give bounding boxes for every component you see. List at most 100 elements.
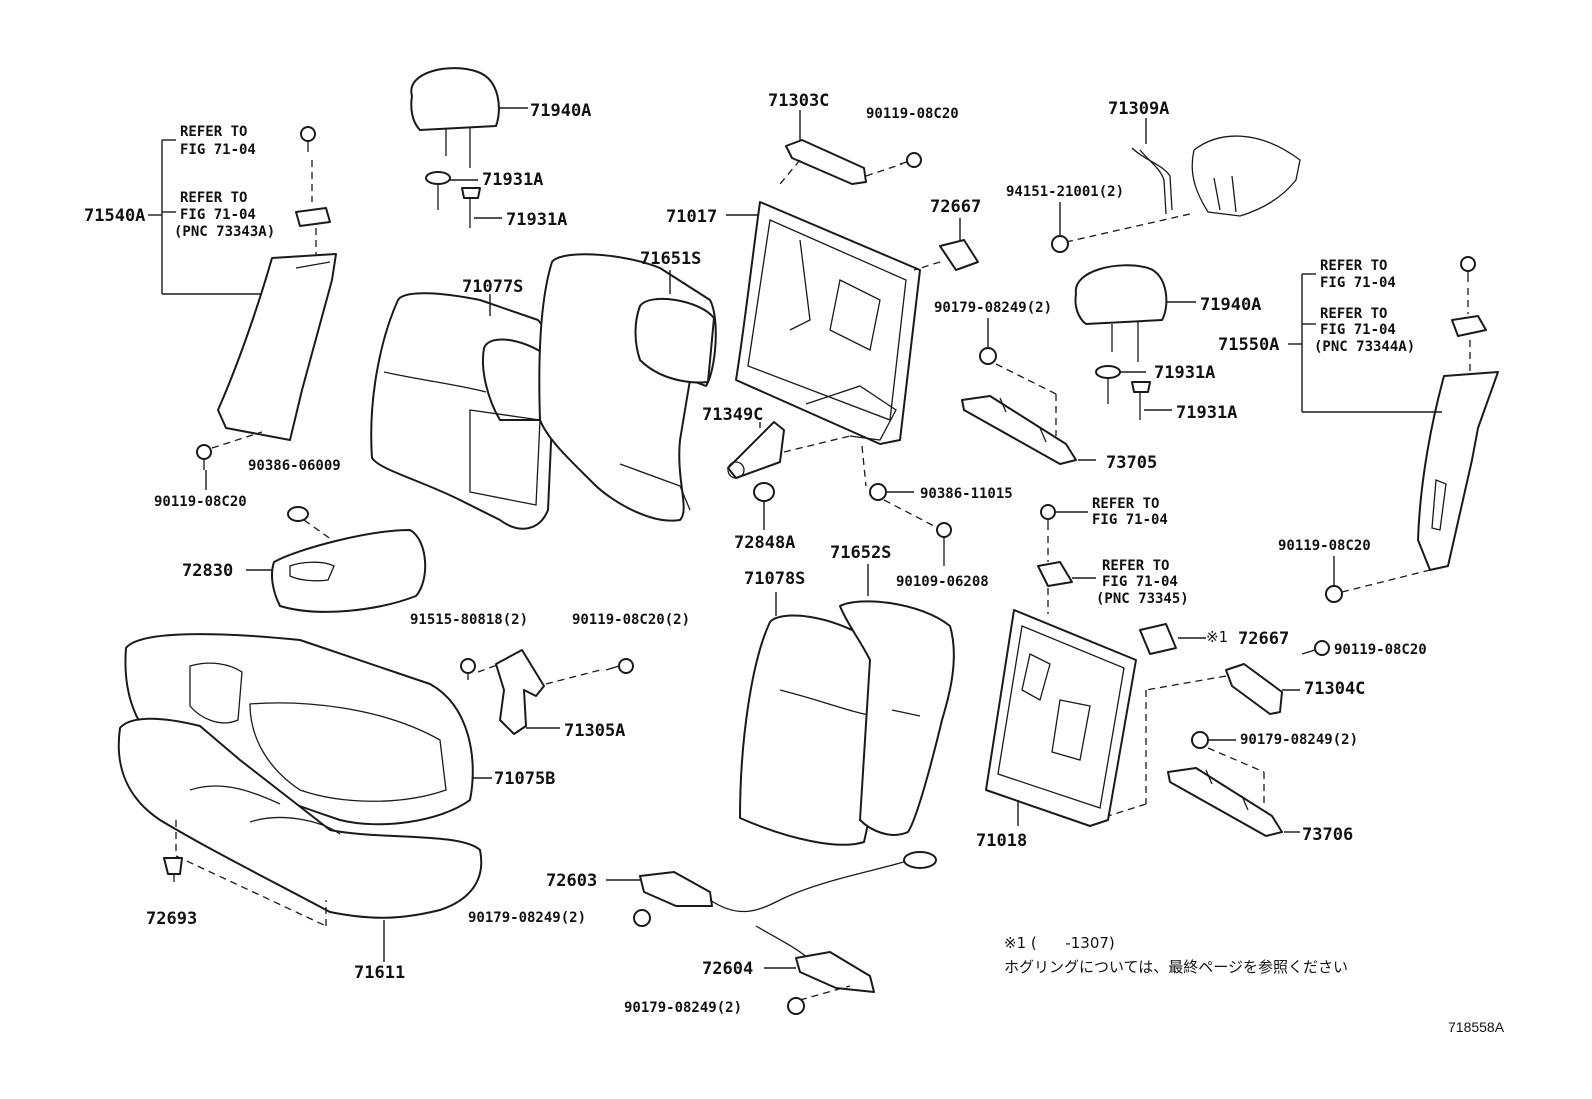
label-71931a-r1: 71931A	[1154, 363, 1215, 383]
label-72667-mid: 72667	[1238, 629, 1289, 649]
bolt-90119-2	[605, 658, 634, 674]
headrest-guide-l2	[461, 187, 502, 228]
clip-72693	[163, 857, 183, 882]
label-73705: 73705	[1106, 453, 1157, 473]
nut-90179-b2	[787, 997, 805, 1015]
label-71304c: 71304C	[1304, 679, 1365, 699]
label-72603: 72603	[546, 871, 597, 891]
lock-cover-72667-right	[1139, 623, 1206, 655]
refer-5-line2: FIG 71-04	[1092, 512, 1168, 528]
label-90179-08249-r: 90179-08249(2)	[1240, 732, 1358, 748]
label-71303c: 71303C	[768, 91, 829, 111]
bracket-71304c	[1107, 663, 1300, 817]
label-90109-06208: 90109-06208	[896, 574, 989, 590]
refer-2-line1: REFER TO	[180, 190, 247, 206]
headrest-guide-l1	[425, 171, 478, 210]
cap-72848a	[753, 482, 775, 530]
bolt-90119-r2	[1301, 640, 1330, 656]
clip-refer-upper-mid	[1040, 504, 1088, 562]
label-94151: 94151-21001(2)	[1006, 184, 1124, 200]
side-trim-left	[148, 139, 337, 441]
nut-91515	[460, 658, 476, 680]
label-71077s: 71077S	[462, 277, 523, 297]
refer-6-line1: REFER TO	[1102, 558, 1169, 574]
nut-90179-b1	[633, 909, 651, 927]
side-trim-right	[1288, 273, 1499, 571]
hinge-cover-71349c	[727, 421, 851, 479]
seatback-frame-right	[985, 609, 1137, 827]
label-71550a: 71550A	[1218, 335, 1279, 355]
label-71309a: 71309A	[1108, 99, 1169, 119]
clip-90386-06009	[287, 506, 333, 541]
seatback-pad-left	[538, 253, 717, 522]
lock-cover-72667-mid	[1037, 561, 1096, 614]
label-71652s: 71652S	[830, 543, 891, 563]
label-73706: 73706	[1302, 825, 1353, 845]
cable-72603	[606, 851, 937, 913]
clip-90386-11015	[861, 445, 914, 501]
label-90119-08c20-top: 90119-08C20	[866, 106, 959, 122]
label-72667-top: 72667	[930, 197, 981, 217]
body-panel-upper-right	[1065, 135, 1301, 243]
label-71931a-l1: 71931A	[482, 170, 543, 190]
seatback-pad-right	[839, 564, 955, 836]
refer-1-line2: FIG 71-04	[180, 142, 256, 158]
label-71540a: 71540A	[84, 206, 145, 226]
bolt-90119-top	[899, 152, 922, 168]
label-71305a: 71305A	[564, 721, 625, 741]
label-71611: 71611	[354, 963, 405, 983]
label-90179-08249-mid: 90179-08249(2)	[934, 300, 1052, 316]
hinge-bar-73705	[961, 394, 1096, 465]
refer-6-line2: FIG 71-04	[1102, 574, 1178, 590]
headrest-guide-r1	[1095, 365, 1146, 404]
refer-4-line3: (PNC 73344A)	[1314, 339, 1415, 355]
label-mark-1: ※1	[1206, 628, 1228, 646]
nut-94151	[1051, 202, 1069, 253]
label-72604: 72604	[702, 959, 753, 979]
lock-cover-72667-top	[913, 218, 979, 271]
label-90386-06009: 90386-06009	[248, 458, 341, 474]
armrest	[246, 529, 427, 613]
label-90119-08c20-left: 90119-08C20	[154, 494, 247, 510]
bracket-71305a	[477, 649, 601, 735]
bolt-90109-06208	[883, 499, 952, 566]
clip-71540a-bracket	[295, 207, 331, 256]
refer-4-line2: FIG 71-04	[1320, 322, 1396, 338]
seatback-cover-left	[370, 292, 556, 530]
headrest-right	[1074, 264, 1196, 362]
refer-3-line2: FIG 71-04	[1320, 275, 1396, 291]
seat-cushion-pad	[117, 717, 483, 962]
nut-90179-r	[1191, 731, 1265, 773]
refer-4-line1: REFER TO	[1320, 306, 1387, 322]
refer-3-line1: REFER TO	[1320, 258, 1387, 274]
headrest-guide-r2	[1131, 381, 1172, 420]
cable-72604	[755, 925, 875, 1001]
bolt-90119-left	[196, 431, 263, 490]
headrest-left	[410, 67, 528, 168]
label-71940a-left: 71940A	[530, 101, 591, 121]
label-72693: 72693	[146, 909, 197, 929]
label-71017: 71017	[666, 207, 717, 227]
refer-2-line3: (PNC 73343A)	[174, 224, 275, 240]
label-90119-08c20-right: 90119-08C20	[1278, 538, 1371, 554]
label-71078s: 71078S	[744, 569, 805, 589]
label-71931a-l2: 71931A	[506, 210, 567, 230]
refer-1-line1: REFER TO	[180, 124, 247, 140]
bolt-90119-right	[1325, 556, 1431, 603]
footnote-line1: ※1 ( -1307)	[1004, 934, 1115, 952]
nut-90179-mid	[979, 318, 1057, 395]
label-71931a-r2: 71931A	[1176, 403, 1237, 423]
clip-71550a-top	[1460, 256, 1476, 314]
bracket-71303c	[779, 110, 903, 185]
label-90386-11015: 90386-11015	[920, 486, 1013, 502]
seatback-frame-left	[726, 201, 921, 445]
label-72830: 72830	[182, 561, 233, 581]
label-71651s: 71651S	[640, 249, 701, 269]
label-71018: 71018	[976, 831, 1027, 851]
figure-id: 718558A	[1448, 1019, 1505, 1035]
label-90119-08c20-2: 90119-08C20(2)	[572, 612, 690, 628]
label-90179-08249-b1: 90179-08249(2)	[468, 910, 586, 926]
label-91515: 91515-80818(2)	[410, 612, 528, 628]
refer-2-line2: FIG 71-04	[180, 207, 256, 223]
